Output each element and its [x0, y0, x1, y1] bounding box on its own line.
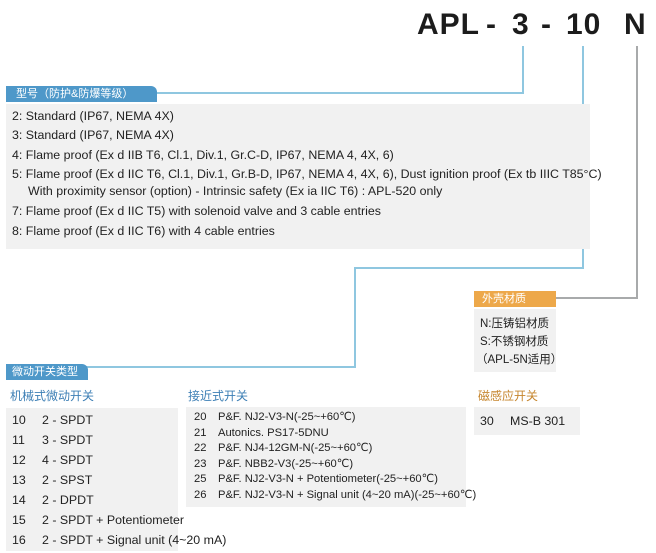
row-desc: 2 - SPDT + Signal unit (4~20 mA) [42, 533, 227, 547]
model-code-dash-1: - [486, 8, 497, 41]
row-code: 14 [12, 493, 26, 507]
list-item: 30 MS-B 301 [480, 411, 565, 431]
row-code: 30 [480, 414, 494, 428]
mechanical-switch-list: 10 2 - SPDT 11 3 - SPDT 12 4 - SPDT 13 2 - S… [12, 410, 226, 550]
list-item: 14 2 - DPDT [12, 490, 226, 510]
list-item: 25 P&F. NJ2-V3-N + Potentiometer(-25~+60℃… [194, 472, 476, 488]
model-code-dash-2: - [541, 8, 552, 41]
row-desc: 3 - SPDT [42, 433, 93, 447]
row-code: 13 [12, 473, 26, 487]
switch-section-label: 微动开关类型 [6, 364, 88, 380]
row-code: 16 [12, 533, 26, 547]
mechanical-panel [6, 408, 178, 551]
row-code: 25 [194, 473, 207, 485]
row-desc: P&F. NJ2-V3-N + Potentiometer(-25~+60℃) [218, 473, 438, 485]
row-desc: P&F. NBB2-V3(-25~+60℃) [218, 457, 354, 470]
row-code: 21 [194, 426, 207, 439]
row-code: 12 [12, 453, 26, 467]
model-item: 7: Flame proof (Ex d IIC T5) with soleno… [12, 204, 381, 218]
magnetic-switch-title: 磁感应开关 [478, 389, 539, 403]
model-item: 4: Flame proof (Ex d IIB T6, Cl.1, Div.1… [12, 148, 394, 162]
list-item: 26 P&F. NJ2-V3-N + Signal unit (4~20 mA)(… [194, 488, 476, 504]
housing-section-label: 外壳材质 [474, 291, 556, 307]
model-section-label: 型号（防护&防爆等级） [6, 86, 157, 102]
row-code: 22 [194, 442, 207, 454]
model-item: 5: Flame proof (Ex d IIC T6, Cl.1, Div.1… [12, 167, 602, 181]
housing-panel [474, 309, 556, 372]
row-desc: P&F. NJ4-12GM-N(-25~+60℃) [218, 442, 373, 454]
list-item: 12 4 - SPDT [12, 450, 226, 470]
model-item: 2: Standard (IP67, NEMA 4X) [12, 109, 174, 123]
list-item: 16 2 - SPDT + Signal unit (4~20 mA) [12, 530, 226, 550]
model-item: With proximity sensor (option) - Intrins… [28, 184, 443, 198]
row-desc: 2 - SPDT + Potentiometer [42, 513, 184, 527]
proximity-switch-list: 20 P&F. NJ2-V3-N(-25~+60℃) 21 Autonics. PS… [194, 410, 476, 503]
list-item: 23 P&F. NBB2-V3(-25~+60℃) [194, 457, 476, 473]
housing-item: S:不锈钢材质 [480, 336, 549, 348]
housing-item: N:压铸铝材质 [480, 318, 549, 330]
list-item: 21 Autonics. PS17-5DNU [194, 426, 476, 442]
row-code: 11 [12, 433, 25, 447]
row-desc: P&F. NJ2-V3-N(-25~+60℃) [218, 411, 356, 423]
model-panel [6, 104, 590, 249]
row-desc: MS-B 301 [510, 414, 566, 428]
model-code-part-3: N [624, 8, 647, 41]
list-item: 10 2 - SPDT [12, 410, 226, 430]
row-desc: Autonics. PS17-5DNU [218, 426, 329, 439]
housing-item: （APL-5N适用） [476, 354, 563, 366]
model-code-part-1: 3 [512, 8, 530, 41]
row-code: 10 [12, 413, 26, 427]
list-item: 15 2 - SPDT + Potentiometer [12, 510, 226, 530]
row-desc: 2 - SPDT [42, 413, 93, 427]
connector-line-housing [556, 46, 638, 299]
row-desc: P&F. NJ2-V3-N + Signal unit (4~20 mA)(-2… [218, 488, 477, 501]
model-code-part-2: 10 [566, 8, 602, 41]
list-item: 13 2 - SPST [12, 470, 226, 490]
row-desc: 2 - SPST [42, 473, 93, 487]
row-code: 15 [12, 513, 26, 527]
list-item: 20 P&F. NJ2-V3-N(-25~+60℃) [194, 410, 476, 426]
row-desc: 4 - SPDT [42, 453, 93, 467]
connector-line-model [150, 46, 524, 94]
row-code: 26 [194, 488, 207, 501]
list-item: 22 P&F. NJ4-12GM-N(-25~+60℃) [194, 441, 476, 457]
row-desc: 2 - DPDT [42, 493, 94, 507]
proximity-switch-title: 接近式开关 [188, 389, 249, 403]
magnetic-panel [474, 407, 580, 435]
model-code-prefix: APL [417, 8, 480, 41]
row-code: 20 [194, 411, 207, 423]
list-item: 11 3 - SPDT [12, 430, 226, 450]
model-item: 8: Flame proof (Ex d IIC T6) with 4 cabl… [12, 224, 275, 238]
mechanical-switch-title: 机械式微动开关 [10, 389, 95, 403]
proximity-panel [186, 407, 466, 507]
row-code: 23 [194, 457, 207, 470]
model-item: 3: Standard (IP67, NEMA 4X) [12, 128, 174, 142]
